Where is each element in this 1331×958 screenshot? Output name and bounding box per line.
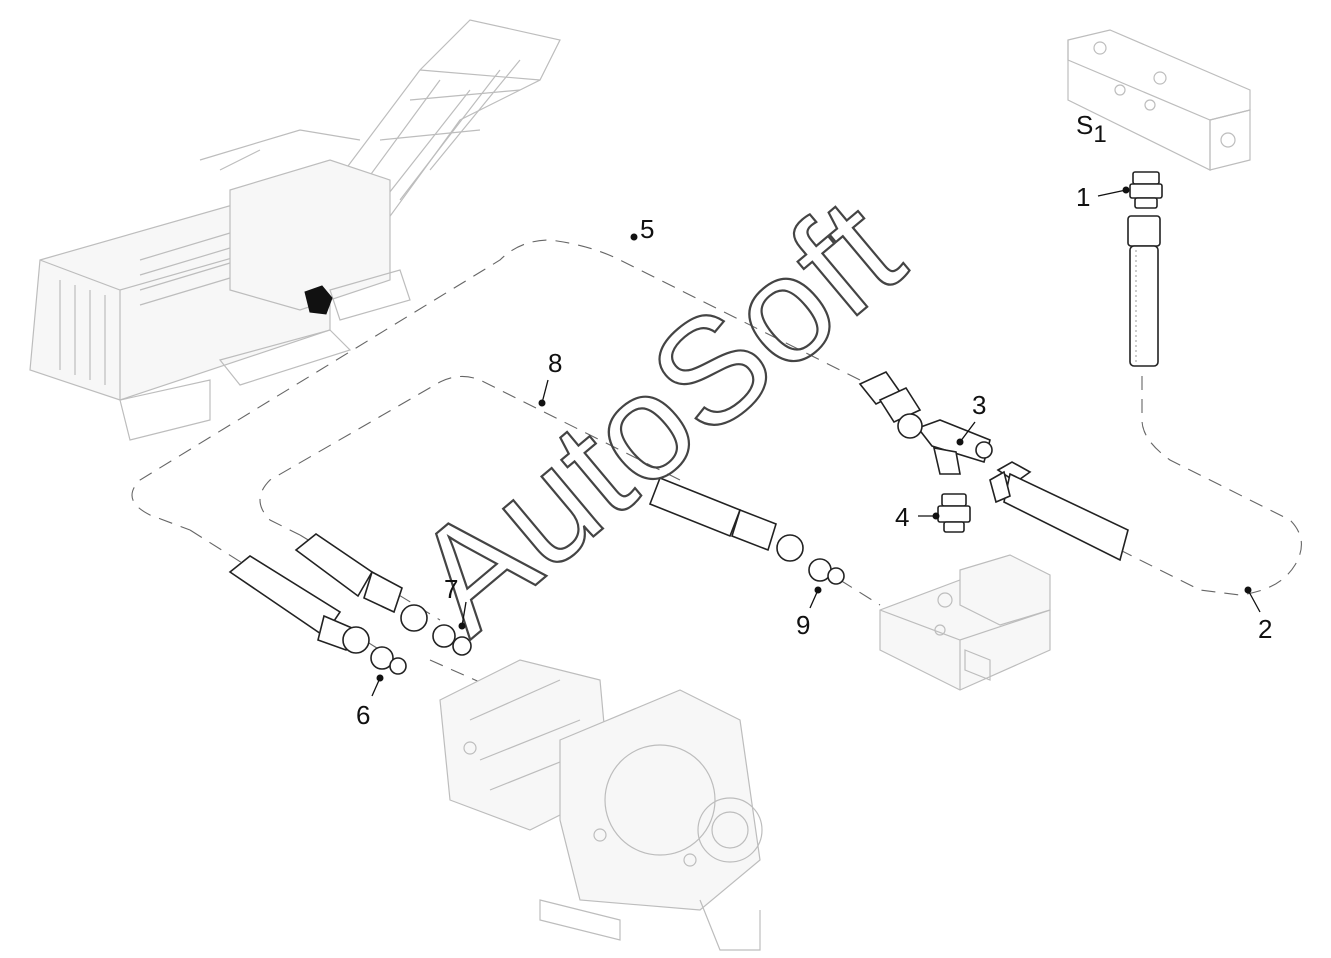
svg-text:9: 9 [796, 610, 810, 640]
svg-text:8: 8 [548, 348, 562, 378]
pump-illustration [439, 659, 763, 951]
machine-overview-illustration [29, 19, 561, 441]
watermark: AutoSoft [383, 166, 932, 665]
svg-text:3: 3 [972, 390, 986, 420]
dashed-path-2 [1039, 376, 1302, 596]
callout-7: 7 [444, 574, 467, 630]
distribution-block [1067, 29, 1251, 171]
hose-part-5 [858, 370, 923, 439]
callout-8: 8 [538, 348, 562, 407]
callout-5: 5 [630, 214, 654, 244]
svg-text:1: 1 [1076, 182, 1090, 212]
hose-part-2 [989, 461, 1129, 562]
callout-4: 4 [895, 502, 940, 532]
hose-vertical [1127, 215, 1161, 367]
callout-9: 9 [796, 586, 822, 640]
svg-text:6: 6 [356, 700, 370, 730]
svg-text:4: 4 [895, 502, 909, 532]
fitting-part-4 [937, 493, 971, 533]
dashed-path-5 [131, 239, 861, 531]
svg-text:7: 7 [444, 574, 458, 604]
fitting-part-1 [1129, 171, 1163, 209]
valve-block [879, 554, 1051, 691]
svg-text:2: 2 [1258, 614, 1272, 644]
callout-6: 6 [356, 674, 384, 730]
dashed-path-8 [259, 375, 681, 536]
dashed-path-valve [839, 579, 881, 606]
tee-fitting-part-3 [916, 419, 993, 475]
hoses-left [228, 533, 428, 654]
callout-1: 1 [1076, 182, 1130, 212]
hose-part-8 [648, 476, 804, 562]
callout-3: 3 [956, 390, 986, 446]
callout-2: 2 [1244, 586, 1272, 644]
fitting-part-7 [432, 624, 472, 656]
block-label: S1 [1076, 110, 1107, 148]
svg-text:5: 5 [640, 214, 654, 244]
fitting-part-6 [370, 646, 407, 675]
fitting-part-9 [808, 558, 845, 585]
